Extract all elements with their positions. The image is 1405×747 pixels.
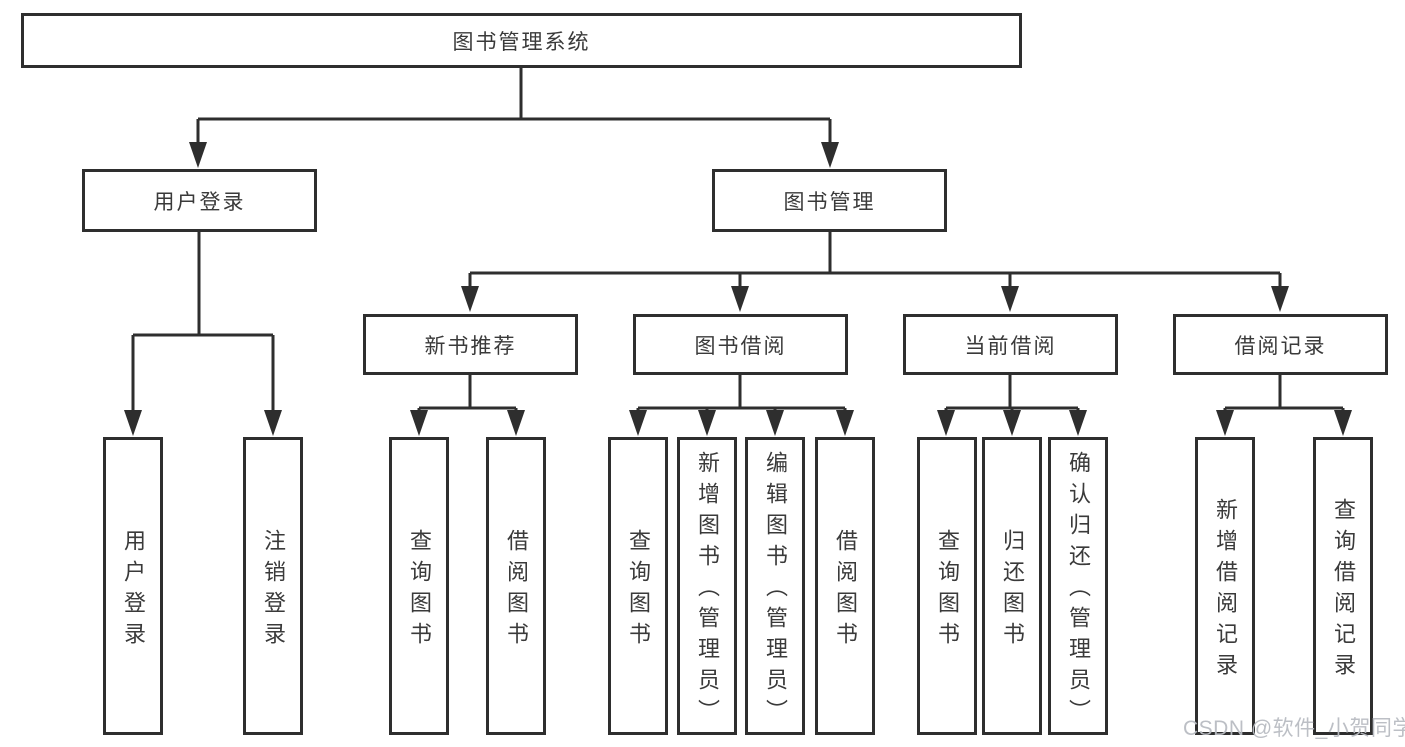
node-label: 新书推荐 <box>424 334 517 358</box>
arrowhead-icon <box>264 410 282 436</box>
arrowhead-icon <box>189 142 207 168</box>
node-new-book-recommend: 新书推荐 <box>363 314 578 375</box>
node-label: 归还图书 <box>1000 528 1025 653</box>
node-library-system: 图书管理系统 <box>21 13 1022 68</box>
arrowhead-icon <box>461 286 479 312</box>
arrowhead-icon <box>698 410 716 436</box>
node-borrow-records: 借阅记录 <box>1173 314 1388 375</box>
node-book-borrow: 图书借阅 <box>633 314 848 375</box>
connector-borrow-records-to-leaves <box>1223 375 1345 414</box>
arrowhead-icon <box>410 410 428 436</box>
arrowhead-icon <box>937 410 955 436</box>
node-label: 查询图书 <box>935 528 960 653</box>
arrowhead-icon <box>1216 410 1234 436</box>
connector-book-borrow-to-leaves <box>636 375 847 414</box>
leaf-borrow-books: 借阅图书 <box>486 437 546 735</box>
arrowhead-icon <box>507 410 525 436</box>
leaf-confirm-return-admin: 确认归还（管理员） <box>1048 437 1108 735</box>
node-label: 用户登录 <box>153 190 246 214</box>
node-label: 借阅图书 <box>504 528 529 653</box>
leaf-query-books: 查询图书 <box>608 437 668 735</box>
arrowhead-icon <box>731 286 749 312</box>
arrowhead-icon <box>766 410 784 436</box>
arrowhead-icon <box>821 142 839 168</box>
arrowhead-icon <box>629 410 647 436</box>
node-label: 当前借阅 <box>964 334 1057 358</box>
leaf-query-books: 查询图书 <box>917 437 977 735</box>
arrowhead-icon <box>836 410 854 436</box>
node-label: 新增借阅记录 <box>1213 497 1238 684</box>
node-label: 图书管理 <box>783 190 876 214</box>
node-user-login: 用户登录 <box>82 169 317 232</box>
node-label: 图书管理系统 <box>452 30 591 54</box>
leaf-add-books-admin: 新增图书（管理员） <box>677 437 737 735</box>
leaf-edit-books-admin: 编辑图书（管理员） <box>745 437 805 735</box>
node-label: 用户登录 <box>121 528 146 653</box>
connector-new-books-to-leaves <box>417 375 518 414</box>
leaf-add-borrow-record: 新增借阅记录 <box>1195 437 1255 735</box>
arrowhead-icon <box>1271 286 1289 312</box>
leaf-borrow-books: 借阅图书 <box>815 437 875 735</box>
arrowhead-icon <box>1003 410 1021 436</box>
connector-user-login-to-leaves <box>131 232 275 414</box>
connector-root-to-level2 <box>196 68 832 146</box>
connector-book-mgmt-to-level3 <box>468 232 1282 290</box>
leaf-logout: 注销登录 <box>243 437 303 735</box>
csdn-watermark: CSDN @软件_小贺同学 <box>1183 717 1405 740</box>
node-label: 查询图书 <box>626 528 651 653</box>
leaf-query-books: 查询图书 <box>389 437 449 735</box>
node-label: 借阅记录 <box>1234 334 1327 358</box>
leaf-return-books: 归还图书 <box>982 437 1042 735</box>
node-label: 确认归还（管理员） <box>1066 451 1091 730</box>
node-label: 查询图书 <box>407 528 432 653</box>
arrowhead-icon <box>1334 410 1352 436</box>
node-label: 图书借阅 <box>694 334 787 358</box>
node-label: 借阅图书 <box>833 528 858 653</box>
arrowhead-icon <box>124 410 142 436</box>
arrowhead-icon <box>1069 410 1087 436</box>
node-label: 注销登录 <box>261 528 286 653</box>
node-label: 新增图书（管理员） <box>695 451 720 730</box>
node-current-borrow: 当前借阅 <box>903 314 1118 375</box>
arrowhead-icon <box>1001 286 1019 312</box>
node-label: 查询借阅记录 <box>1331 497 1356 684</box>
node-label: 编辑图书（管理员） <box>763 451 788 730</box>
leaf-query-borrow-record: 查询借阅记录 <box>1313 437 1373 735</box>
leaf-user-login: 用户登录 <box>103 437 163 735</box>
connector-current-borrow-to-leaves <box>944 375 1080 414</box>
node-book-management: 图书管理 <box>712 169 947 232</box>
